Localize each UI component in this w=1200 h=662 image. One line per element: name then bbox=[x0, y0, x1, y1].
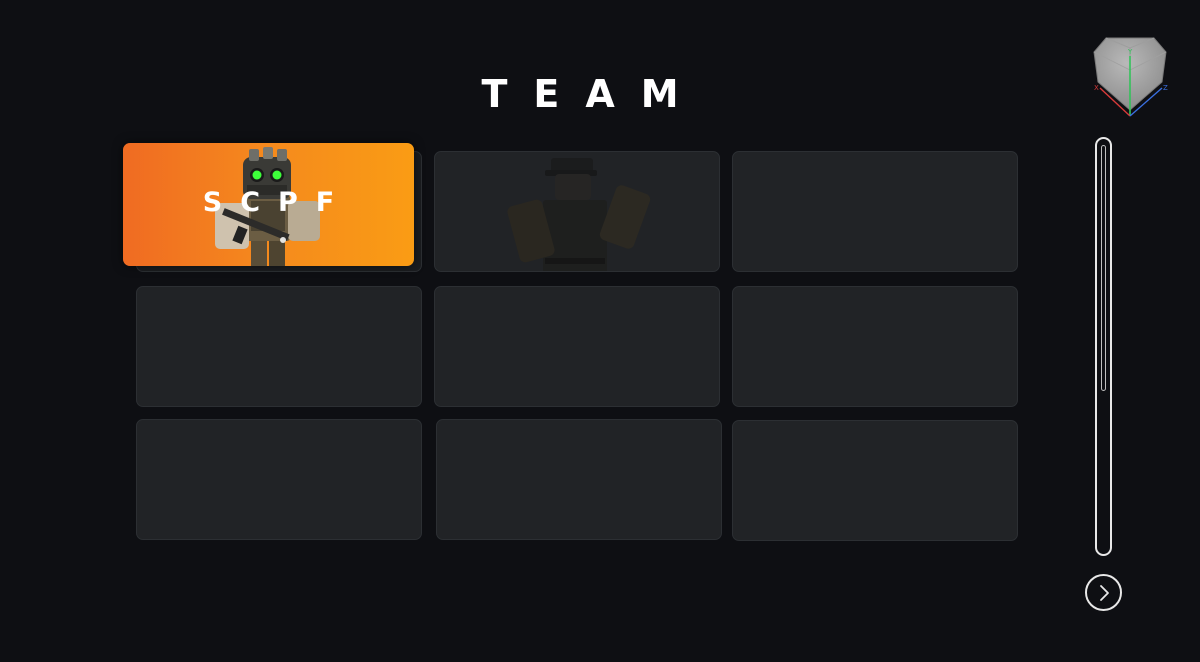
team-card-6[interactable] bbox=[732, 286, 1018, 407]
team-card-4[interactable] bbox=[136, 286, 422, 407]
view-orientation-gizmo-icon[interactable]: Y X Z bbox=[1088, 30, 1172, 122]
chevron-right-icon bbox=[1099, 584, 1109, 601]
team-list-scrollbar[interactable] bbox=[1095, 137, 1112, 556]
team-card-2[interactable] bbox=[434, 151, 720, 272]
next-button[interactable] bbox=[1085, 574, 1122, 611]
team-card-8[interactable] bbox=[436, 419, 722, 540]
scpf-soldier-character bbox=[215, 147, 320, 266]
gizmo-axis-x: X bbox=[1094, 84, 1099, 92]
team-card-9[interactable] bbox=[732, 420, 1018, 541]
team-card-scpf[interactable]: SCPF bbox=[123, 143, 414, 266]
dark-soldier-character bbox=[507, 158, 651, 271]
page-title: TEAM bbox=[481, 72, 705, 116]
team-card-5[interactable] bbox=[434, 286, 720, 407]
scrollbar-thumb[interactable] bbox=[1101, 145, 1106, 391]
team-card-7[interactable] bbox=[136, 419, 422, 540]
gizmo-axis-z: Z bbox=[1163, 84, 1168, 92]
gizmo-axis-y: Y bbox=[1127, 48, 1133, 56]
team-card-3[interactable] bbox=[732, 151, 1018, 272]
team-label: SCPF bbox=[202, 187, 353, 218]
